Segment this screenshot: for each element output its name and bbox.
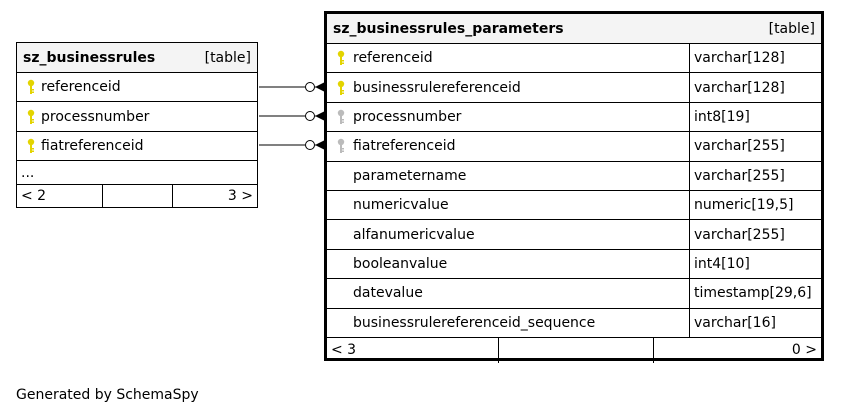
column-name: referenceid: [41, 79, 121, 95]
column-name: numericvalue: [353, 197, 449, 214]
column-name: businessrulereferenceid_sequence: [353, 314, 596, 331]
column-row-booleanvalue: booleanvalue int4[10]: [327, 249, 821, 280]
primary-key-icon: [331, 50, 351, 66]
table-name: sz_businessrules_parameters: [333, 20, 564, 37]
column-row-referenceid: referenceid: [17, 73, 257, 102]
generated-by-label: Generated by SchemaSpy: [16, 387, 199, 403]
foreign-key-icon: [331, 109, 351, 125]
table-kind: [table]: [768, 20, 815, 37]
ellipsis: ...: [21, 164, 35, 181]
table-sz-businessrules: sz_businessrules [table] referenceid pro…: [16, 42, 258, 208]
table-kind: [table]: [204, 49, 251, 66]
column-type: int4[10]: [689, 249, 821, 279]
column-name: datevalue: [353, 285, 423, 302]
column-type: varchar[255]: [689, 132, 821, 161]
column-name: businessrulereferenceid: [353, 79, 521, 96]
column-name: processnumber: [353, 108, 462, 125]
column-row-alfanumericvalue: alfanumericvalue varchar[255]: [327, 220, 821, 250]
column-name: processnumber: [41, 108, 150, 125]
parents-count: < 2: [17, 185, 103, 207]
relationship-processnumber: [259, 111, 325, 121]
column-name: alfanumericvalue: [353, 226, 475, 243]
column-type: numeric[19,5]: [689, 190, 821, 220]
column-name: fiatreferenceid: [41, 138, 144, 154]
primary-key-icon: [331, 80, 351, 96]
table-header: sz_businessrules [table]: [17, 43, 257, 73]
column-name: booleanvalue: [353, 255, 448, 272]
column-type: varchar[255]: [689, 220, 821, 249]
column-row-processnumber: processnumber int8[19]: [327, 102, 821, 133]
column-row-processnumber: processnumber: [17, 102, 257, 132]
column-row-fiatreferenceid: fiatreferenceid varchar[255]: [327, 132, 821, 162]
column-type: varchar[128]: [689, 73, 821, 102]
primary-key-icon: [21, 138, 41, 154]
more-columns-row: ...: [17, 161, 257, 185]
children-count: 3 >: [227, 188, 253, 204]
column-row-referenceid: referenceid varchar[128]: [327, 44, 821, 74]
table-footer: < 3 0 >: [327, 337, 821, 363]
column-row-businessrulereferenceid_sequence: businessrulereferenceid_sequence varchar[…: [327, 308, 821, 338]
table-sz-businessrules-parameters: sz_businessrules_parameters [table] refe…: [324, 11, 824, 363]
footer-spacer: [103, 185, 173, 207]
table-name: sz_businessrules: [23, 49, 156, 66]
foreign-key-icon: [331, 138, 351, 154]
column-type: varchar[255]: [689, 161, 821, 190]
children-count: 0 >: [791, 342, 817, 359]
column-type: int8[19]: [689, 102, 821, 132]
column-name: fiatreferenceid: [353, 138, 456, 155]
table-footer: < 2 3 >: [17, 185, 257, 207]
primary-key-icon: [21, 109, 41, 125]
relationship-fiatreferenceid: [259, 140, 325, 150]
column-row-businessrulereferenceid: businessrulereferenceid varchar[128]: [327, 73, 821, 103]
column-type: varchar[16]: [689, 308, 821, 337]
footer-spacer: [499, 337, 654, 363]
column-row-numericvalue: numericvalue numeric[19,5]: [327, 190, 821, 221]
parents-count: < 3: [327, 337, 499, 363]
relationship-referenceid: [259, 82, 325, 92]
column-row-parametername: parametername varchar[255]: [327, 161, 821, 191]
table-header: sz_businessrules_parameters [table]: [327, 14, 821, 44]
column-name: parametername: [353, 167, 467, 184]
column-type: varchar[128]: [689, 44, 821, 73]
primary-key-icon: [21, 79, 41, 95]
column-row-fiatreferenceid: fiatreferenceid: [17, 132, 257, 161]
column-type: timestamp[29,6]: [689, 279, 821, 308]
column-name: referenceid: [353, 50, 433, 67]
column-row-datevalue: datevalue timestamp[29,6]: [327, 279, 821, 309]
